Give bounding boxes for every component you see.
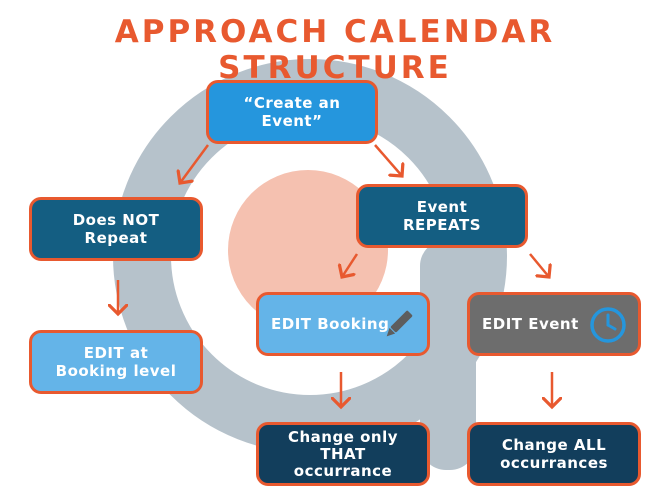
does-not-repeat-label: Does NOT Repeat	[72, 211, 160, 247]
arrow-create-to-repeats	[374, 144, 402, 176]
event-repeats-label: Event REPEATS	[402, 198, 482, 234]
change-only-that-label: Change only THAT occurrance	[287, 427, 399, 480]
edit-booking-level-node: EDIT at Booking level	[29, 330, 203, 394]
logo-watermark	[113, 59, 507, 470]
arrow-repeats-to-edit-booking	[342, 253, 359, 277]
change-all-label: Change ALL occurrances	[500, 436, 608, 472]
change-all-node: Change ALL occurrances	[467, 422, 641, 486]
page-title: APPROACH CALENDAR STRUCTURE	[114, 14, 556, 86]
edit-booking-level-label: EDIT at Booking level	[55, 344, 177, 380]
clock-icon	[590, 307, 626, 343]
pencil-icon	[386, 310, 413, 337]
edit-booking-node: EDIT Booking	[256, 292, 430, 356]
edit-event-label: EDIT Event	[482, 315, 579, 333]
does-not-repeat-node: Does NOT Repeat	[29, 197, 203, 261]
arrow-repeats-to-edit-event	[529, 253, 549, 277]
arrow-create-to-norepeat	[180, 144, 210, 183]
change-only-that-node: Change only THAT occurrance	[256, 422, 430, 486]
create-event-node: “Create an Event”	[206, 80, 378, 144]
edit-event-node: EDIT Event	[467, 292, 641, 356]
create-event-label: “Create an Event”	[243, 94, 341, 130]
edit-booking-label: EDIT Booking	[271, 315, 390, 333]
event-repeats-node: Event REPEATS	[356, 184, 528, 248]
